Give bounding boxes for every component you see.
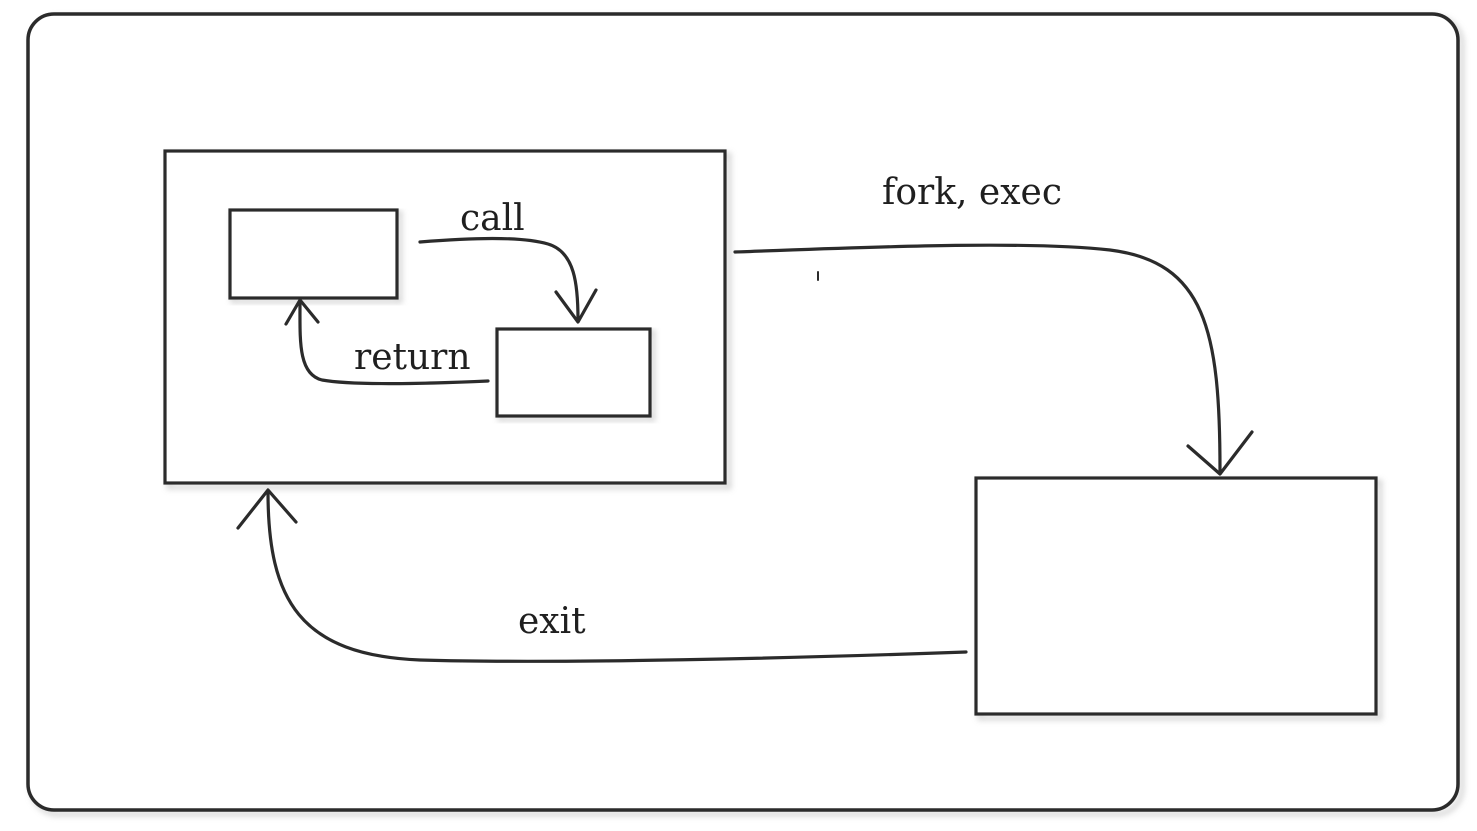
fork-exec-arrow xyxy=(733,243,1222,472)
call-label: call xyxy=(460,198,525,239)
caller-function-box xyxy=(228,208,399,300)
call-arrowhead xyxy=(554,288,598,324)
exit-label: exit xyxy=(518,601,586,642)
return-label: return xyxy=(354,337,471,378)
call-arrow xyxy=(418,236,580,322)
return-arrow xyxy=(298,300,490,386)
callee-function-box xyxy=(495,327,652,418)
exit-arrowhead xyxy=(236,488,298,530)
fork-exec-label: fork, exec xyxy=(882,172,1062,213)
exit-arrow xyxy=(266,490,968,663)
fork-exec-arrowhead xyxy=(1186,430,1254,476)
parent-process-box xyxy=(163,149,727,485)
return-arrowhead xyxy=(284,298,320,326)
child-process-box xyxy=(974,476,1378,716)
